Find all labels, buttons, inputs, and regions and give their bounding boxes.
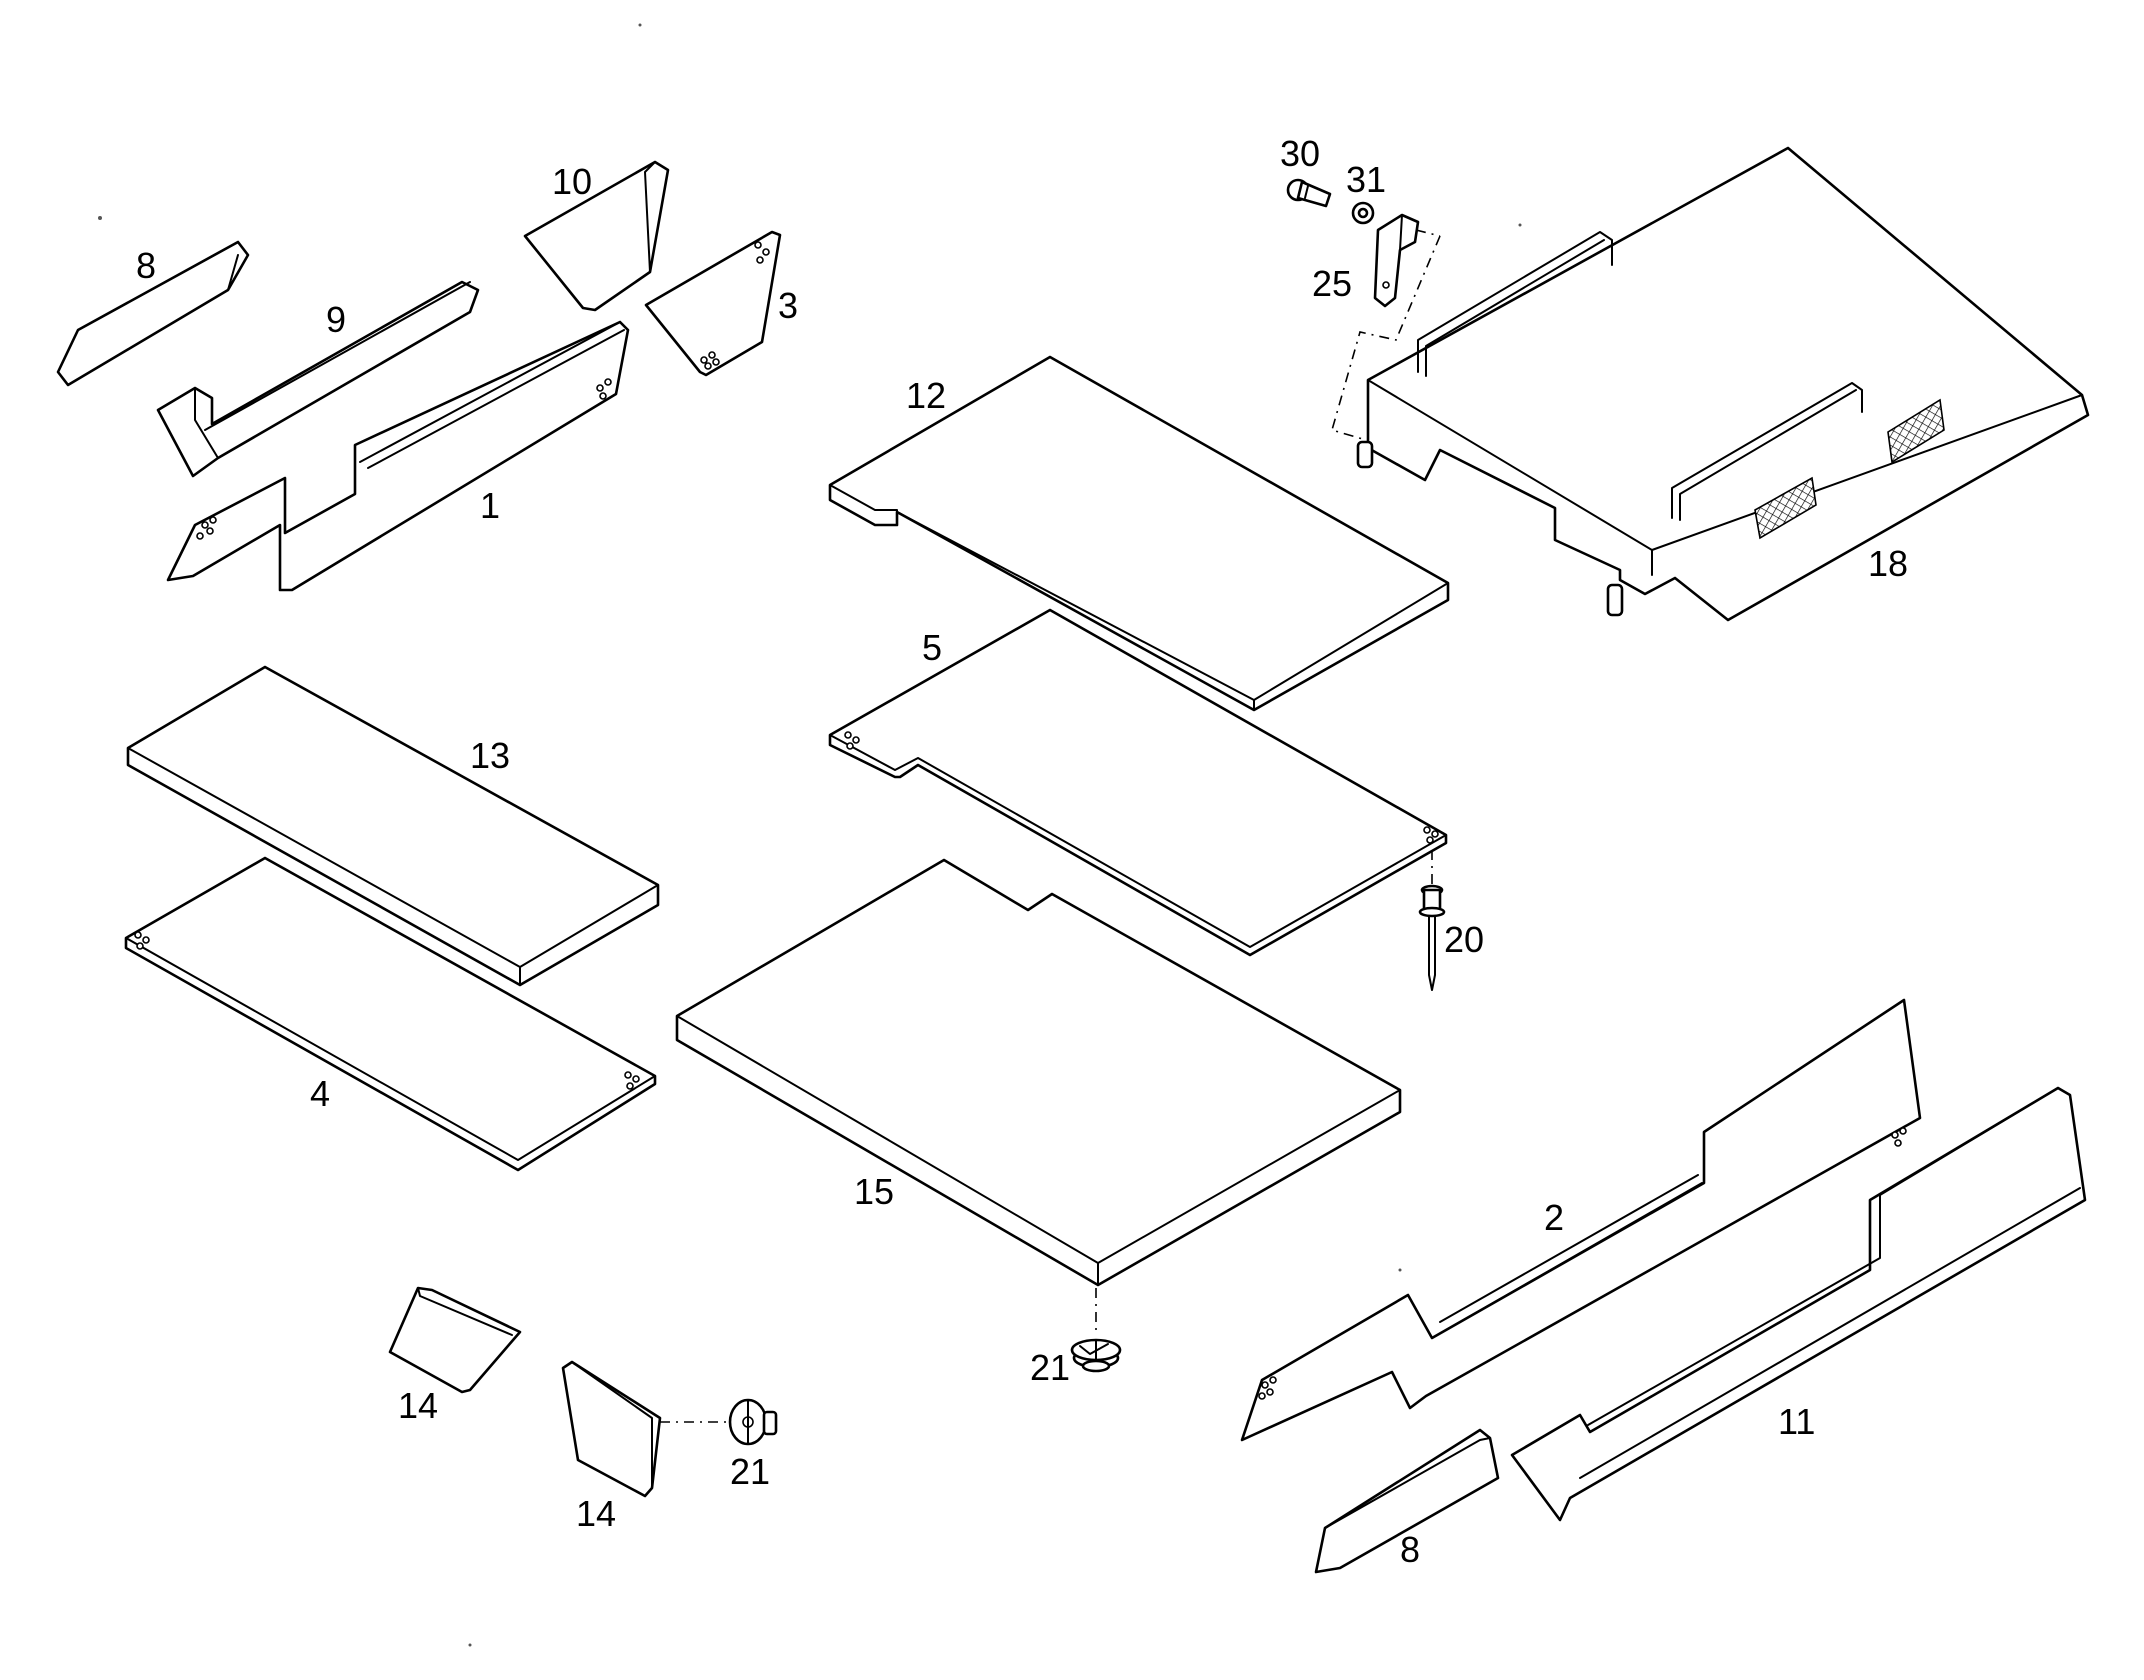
callout-part-21-left: 21 <box>730 1451 770 1492</box>
callout-part-15: 15 <box>854 1171 894 1212</box>
part-1-side-panel <box>166 320 630 592</box>
part-2-holes <box>1258 1127 1907 1400</box>
cover-hinges <box>1356 440 1624 617</box>
part-13-board <box>126 665 660 987</box>
part-1-holes <box>196 378 612 540</box>
callout-part-5: 5 <box>922 627 942 668</box>
callout-part-2: 2 <box>1544 1197 1564 1238</box>
part-5-holes <box>844 731 1439 844</box>
part-4-holes <box>134 931 640 1090</box>
part-21-foot-left <box>728 1398 778 1446</box>
part-3-bracket <box>644 230 782 377</box>
callout-part-10: 10 <box>552 161 592 202</box>
part-4-board <box>124 856 657 1172</box>
part-10-wedge <box>523 160 670 312</box>
part-5-board <box>828 608 1448 957</box>
callout-part-14-upper: 14 <box>398 1385 438 1426</box>
callout-part-9: 9 <box>326 299 346 340</box>
part-2-side-panel <box>1240 998 1922 1442</box>
part-31-washer <box>1351 201 1375 225</box>
part-3-holes <box>700 241 770 370</box>
part-20-rivet <box>1418 850 1446 991</box>
callout-part-3: 3 <box>778 285 798 326</box>
callout-part-20: 20 <box>1444 919 1484 960</box>
part-8-top-strip <box>56 240 250 387</box>
callout-part-21-center: 21 <box>1030 1347 1070 1388</box>
part-14-wedge-upper <box>388 1286 522 1394</box>
part-11-side-trim <box>1510 1086 2087 1522</box>
part-25-hinge-bracket <box>1331 213 1441 441</box>
callout-part-8: 8 <box>136 245 156 286</box>
cover-handle-left <box>1417 231 1613 377</box>
callout-part-31: 31 <box>1346 159 1386 200</box>
callout-part-8-bottom: 8 <box>1400 1529 1420 1570</box>
callout-part-12: 12 <box>906 375 946 416</box>
part-18-cover <box>1356 146 2090 622</box>
callout-part-1: 1 <box>480 485 500 526</box>
part-30-screw <box>1286 178 1332 208</box>
part-21-foot-center <box>1070 1288 1122 1373</box>
callout-labels: 8 9 1 10 3 12 5 20 13 4 15 21 18 30 31 2… <box>136 133 1908 1570</box>
callout-part-4: 4 <box>310 1073 330 1114</box>
callout-part-11: 11 <box>1778 1401 1815 1442</box>
callout-part-14-lower: 14 <box>576 1493 616 1534</box>
part-15-base <box>675 858 1402 1287</box>
part-8-bottom-strip <box>1314 1428 1500 1574</box>
part-14-wedge-lower <box>561 1360 732 1498</box>
cover-grille-right <box>1887 398 1945 464</box>
cover-grille-left <box>1754 476 1817 540</box>
callout-part-30: 30 <box>1280 133 1320 174</box>
part-12-top-shelf <box>828 355 1450 712</box>
callout-part-25: 25 <box>1312 263 1352 304</box>
callout-part-18: 18 <box>1868 543 1908 584</box>
callout-part-13: 13 <box>470 735 510 776</box>
cover-handle-right <box>1671 382 1863 521</box>
part-9-side-trim <box>156 280 480 478</box>
